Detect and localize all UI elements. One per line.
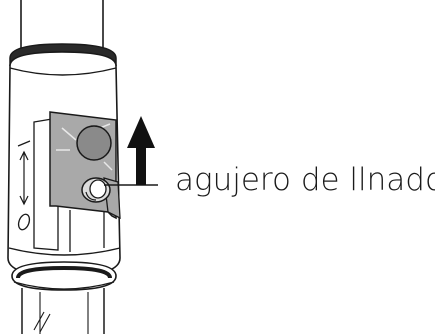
arrow-up-icon (127, 116, 155, 185)
fill-hole (81, 177, 111, 203)
lower-tube (21, 288, 105, 334)
mark-arrow-bottom (19, 195, 29, 206)
bottom-rings (11, 261, 117, 291)
mark-arrow-top (19, 150, 29, 161)
closed-lock-symbol-icon (17, 213, 31, 231)
lock-markings (17, 140, 31, 231)
release-button (76, 125, 112, 161)
fill-hole-label: agujero de llnado (175, 162, 435, 198)
upper-rod (20, 0, 104, 48)
open-lock-symbol-icon (17, 140, 31, 147)
